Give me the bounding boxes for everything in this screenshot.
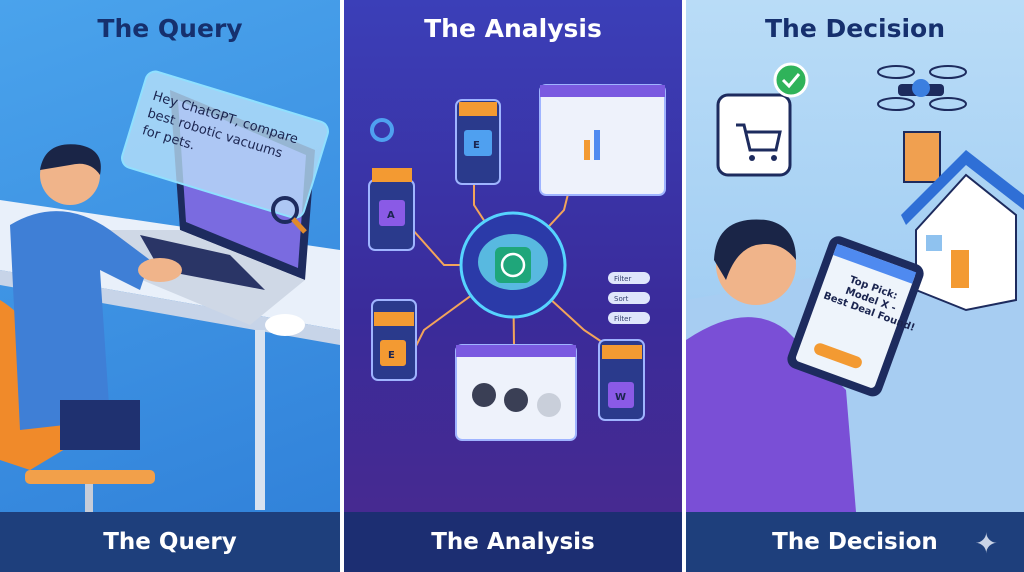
filter-pill: Filter [608, 312, 650, 324]
house [901, 150, 1024, 312]
panel-query: Hey ChatGPT, compare best robotic vacuum… [0, 0, 340, 572]
panel-analysis: A E E W [344, 0, 682, 572]
mouse [265, 314, 305, 336]
svg-text:Filter: Filter [614, 275, 631, 283]
cart-bubble [716, 93, 792, 177]
delivery-drone [877, 65, 967, 183]
filter-pill: Filter [608, 272, 650, 284]
product-window-bottom [455, 344, 577, 441]
svg-text:E: E [473, 140, 480, 151]
analysis-illustration: A E E W [368, 84, 666, 441]
store-tablet-e2: E [371, 299, 417, 381]
tablet: Top Pick: Model X - Best Deal Found! [787, 236, 924, 397]
panel-title: The Query [97, 14, 243, 43]
panel-title: The Analysis [424, 14, 602, 43]
donut-chart-icon [370, 118, 394, 142]
svg-text:W: W [615, 392, 626, 403]
svg-text:Filter: Filter [614, 315, 631, 323]
store-tablet-e1: E [455, 99, 501, 185]
query-illustration: Hey ChatGPT, compare best robotic vacuum… [0, 70, 340, 514]
panel-footer: The Decision [686, 512, 1024, 572]
shopping-cart-icon [736, 123, 782, 152]
panel-title: The Decision [764, 14, 946, 43]
package-box [903, 131, 941, 183]
svg-text:A: A [387, 210, 395, 221]
store-tablet-w: W [598, 339, 645, 421]
store-tablet-a: A [368, 168, 415, 251]
sparkle-icon: ✦ [974, 527, 998, 560]
sort-pill: Sort [608, 292, 650, 304]
svg-text:E: E [388, 350, 395, 361]
decision-illustration: Top Pick: Model X - Best Deal Found! [686, 62, 1024, 512]
speech-bubble: Hey ChatGPT, compare best robotic vacuum… [121, 70, 329, 219]
svg-text:Sort: Sort [614, 295, 629, 303]
panel-footer: The Analysis [344, 512, 682, 572]
chatgpt-logo [495, 247, 531, 283]
tablet-cta-button [814, 343, 862, 369]
panel-footer: The Query [0, 512, 340, 572]
magnifier-icon [271, 196, 307, 234]
panel-decision: Top Pick: Model X - Best Deal Found! The… [686, 0, 1024, 572]
checkmark-icon [773, 62, 809, 98]
product-window-top [539, 84, 666, 196]
